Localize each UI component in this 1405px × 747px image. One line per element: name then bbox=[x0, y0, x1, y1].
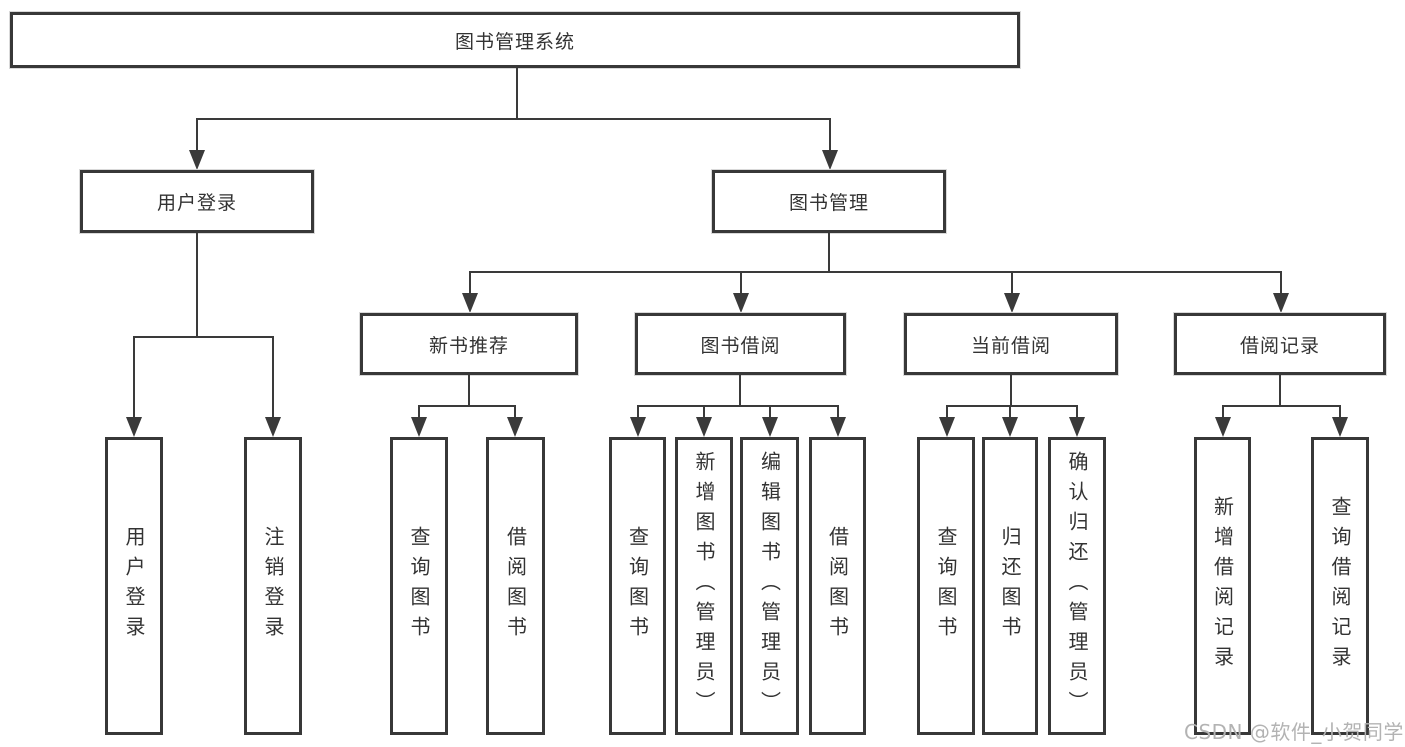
arrow-down-icon bbox=[462, 293, 478, 313]
connector-line bbox=[1222, 405, 1224, 419]
connector-line bbox=[739, 375, 741, 407]
connector-line bbox=[196, 118, 831, 120]
connector-line bbox=[1076, 405, 1078, 419]
connector-line bbox=[133, 336, 273, 338]
connector-line bbox=[469, 271, 1281, 273]
node-book-management-system: 图书管理系统 bbox=[10, 12, 1020, 68]
leaf-borrow-books: 借阅图书 bbox=[809, 437, 866, 735]
leaf-logout: 注销登录 bbox=[244, 437, 302, 735]
connector-line bbox=[133, 336, 135, 419]
leaf-label: 编辑图书（管理员） bbox=[757, 451, 782, 721]
leaf-query-books-current: 查询图书 bbox=[917, 437, 975, 735]
leaf-label: 归还图书 bbox=[998, 526, 1022, 646]
leaf-return-book: 归还图书 bbox=[982, 437, 1038, 735]
arrow-down-icon bbox=[696, 417, 712, 437]
leaf-label: 新增借阅记录 bbox=[1210, 496, 1235, 676]
connector-line bbox=[196, 118, 198, 152]
connector-line bbox=[837, 405, 839, 419]
leaf-confirm-return-admin: 确认归还（管理员） bbox=[1048, 437, 1106, 735]
connector-line bbox=[1009, 405, 1011, 419]
arrow-down-icon bbox=[1273, 293, 1289, 313]
leaf-label: 借阅图书 bbox=[503, 526, 528, 646]
connector-line bbox=[1011, 271, 1013, 295]
leaf-query-books-borrow: 查询图书 bbox=[609, 437, 666, 735]
arrow-down-icon bbox=[265, 417, 281, 437]
node-new-book-recommend: 新书推荐 bbox=[360, 313, 578, 375]
arrow-down-icon bbox=[189, 150, 205, 170]
arrow-down-icon bbox=[507, 417, 523, 437]
leaf-label: 用户登录 bbox=[122, 526, 146, 646]
connector-line bbox=[1222, 405, 1340, 407]
leaf-edit-book-admin: 编辑图书（管理员） bbox=[740, 437, 799, 735]
connector-line bbox=[1279, 375, 1281, 407]
leaf-label: 查询图书 bbox=[407, 526, 431, 646]
arrow-down-icon bbox=[630, 417, 646, 437]
node-label: 图书管理 bbox=[788, 192, 869, 214]
connector-line bbox=[637, 405, 639, 419]
connector-line bbox=[946, 405, 1078, 407]
connector-line bbox=[829, 118, 831, 152]
arrow-down-icon bbox=[411, 417, 427, 437]
connector-line bbox=[418, 405, 516, 407]
arrow-down-icon bbox=[830, 417, 846, 437]
connector-line bbox=[516, 68, 518, 120]
leaf-add-book-admin: 新增图书（管理员） bbox=[675, 437, 733, 735]
node-label: 用户登录 bbox=[156, 192, 237, 214]
node-label: 借阅记录 bbox=[1239, 334, 1320, 357]
connector-line bbox=[740, 271, 742, 295]
arrow-down-icon bbox=[1002, 417, 1018, 437]
connector-line bbox=[769, 405, 771, 419]
leaf-label: 注销登录 bbox=[261, 526, 285, 646]
arrow-down-icon bbox=[126, 417, 142, 437]
csdn-watermark: CSDN @软件_小贺同学 bbox=[1184, 720, 1404, 744]
arrow-down-icon bbox=[1069, 417, 1085, 437]
connector-line bbox=[468, 375, 470, 407]
node-current-borrow: 当前借阅 bbox=[904, 313, 1118, 375]
connector-line bbox=[1280, 271, 1282, 295]
node-book-management: 图书管理 bbox=[712, 170, 946, 233]
leaf-user-login: 用户登录 bbox=[105, 437, 163, 735]
connector-line bbox=[946, 405, 948, 419]
node-label: 新书推荐 bbox=[428, 334, 509, 357]
leaf-borrow-books-recommend: 借阅图书 bbox=[486, 437, 545, 735]
connector-line bbox=[828, 233, 830, 273]
node-label: 图书管理系统 bbox=[454, 30, 575, 53]
node-label: 图书借阅 bbox=[700, 334, 781, 357]
leaf-label: 新增图书（管理员） bbox=[692, 451, 716, 721]
arrow-down-icon bbox=[822, 150, 838, 170]
connector-line bbox=[1339, 405, 1341, 419]
connector-line bbox=[469, 271, 471, 295]
connector-line bbox=[637, 405, 838, 407]
leaf-label: 借阅图书 bbox=[825, 526, 850, 646]
arrow-down-icon bbox=[939, 417, 955, 437]
arrow-down-icon bbox=[1332, 417, 1348, 437]
node-user-login: 用户登录 bbox=[80, 170, 314, 233]
node-label: 当前借阅 bbox=[970, 334, 1051, 357]
arrow-down-icon bbox=[762, 417, 778, 437]
arrow-down-icon bbox=[1215, 417, 1231, 437]
connector-line bbox=[703, 405, 705, 419]
arrow-down-icon bbox=[733, 293, 749, 313]
arrow-down-icon bbox=[1004, 293, 1020, 313]
leaf-label: 查询借阅记录 bbox=[1328, 496, 1352, 676]
leaf-query-books-recommend: 查询图书 bbox=[390, 437, 448, 735]
node-borrow-records: 借阅记录 bbox=[1174, 313, 1386, 375]
node-book-borrow: 图书借阅 bbox=[635, 313, 846, 375]
leaf-label: 查询图书 bbox=[934, 526, 958, 646]
leaf-query-borrow-record: 查询借阅记录 bbox=[1311, 437, 1369, 735]
connector-line bbox=[514, 405, 516, 419]
connector-line bbox=[418, 405, 420, 419]
connector-line bbox=[1010, 375, 1012, 407]
connector-line bbox=[196, 233, 198, 338]
leaf-add-borrow-record: 新增借阅记录 bbox=[1194, 437, 1251, 735]
connector-line bbox=[272, 336, 274, 419]
leaf-label: 确认归还（管理员） bbox=[1065, 451, 1089, 721]
leaf-label: 查询图书 bbox=[625, 526, 650, 646]
